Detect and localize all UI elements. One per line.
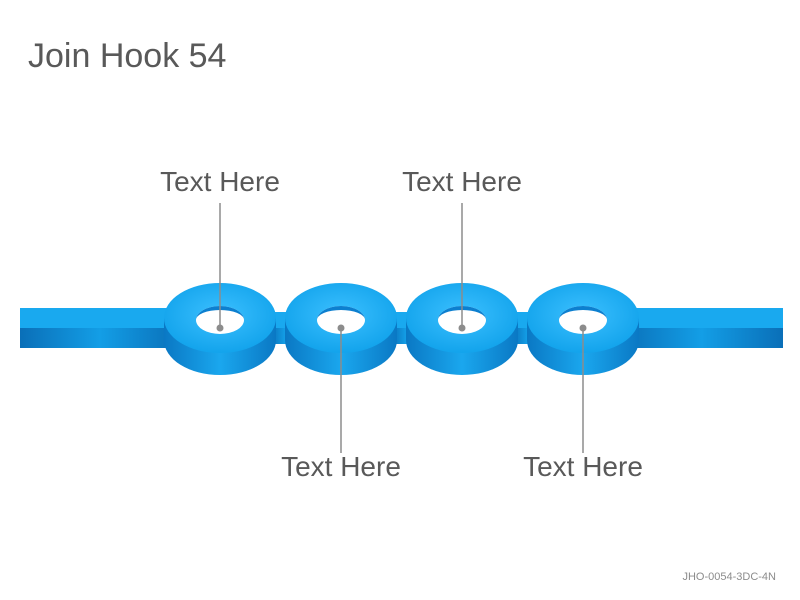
- ring-2-hole-shade: [317, 306, 365, 320]
- page-title: Join Hook 54: [28, 37, 227, 75]
- bar-right: [620, 308, 783, 348]
- label-4: Text Here: [523, 451, 643, 482]
- bar-left-top: [20, 308, 180, 328]
- leader-1-dot: [216, 324, 224, 332]
- ring-2-hole: [317, 306, 365, 334]
- bar-right-side: [620, 328, 783, 348]
- label-3: Text Here: [402, 166, 522, 197]
- footer-code: JHO-0054-3DC-4N: [682, 571, 776, 583]
- label-1: Text Here: [160, 166, 280, 197]
- ring-1-hole-shade: [196, 306, 244, 320]
- bar-right-top: [620, 308, 783, 328]
- leader-3-dot: [458, 324, 466, 332]
- bar-left: [20, 308, 180, 348]
- leader-2-dot: [337, 324, 345, 332]
- bar-left-side: [20, 328, 180, 348]
- ring-4-hole: [559, 306, 607, 334]
- leader-4-dot: [579, 324, 587, 332]
- label-2: Text Here: [281, 451, 401, 482]
- ring-3-hole-shade: [438, 306, 486, 320]
- ring-4-hole-shade: [559, 306, 607, 320]
- leader-lines: [216, 203, 587, 453]
